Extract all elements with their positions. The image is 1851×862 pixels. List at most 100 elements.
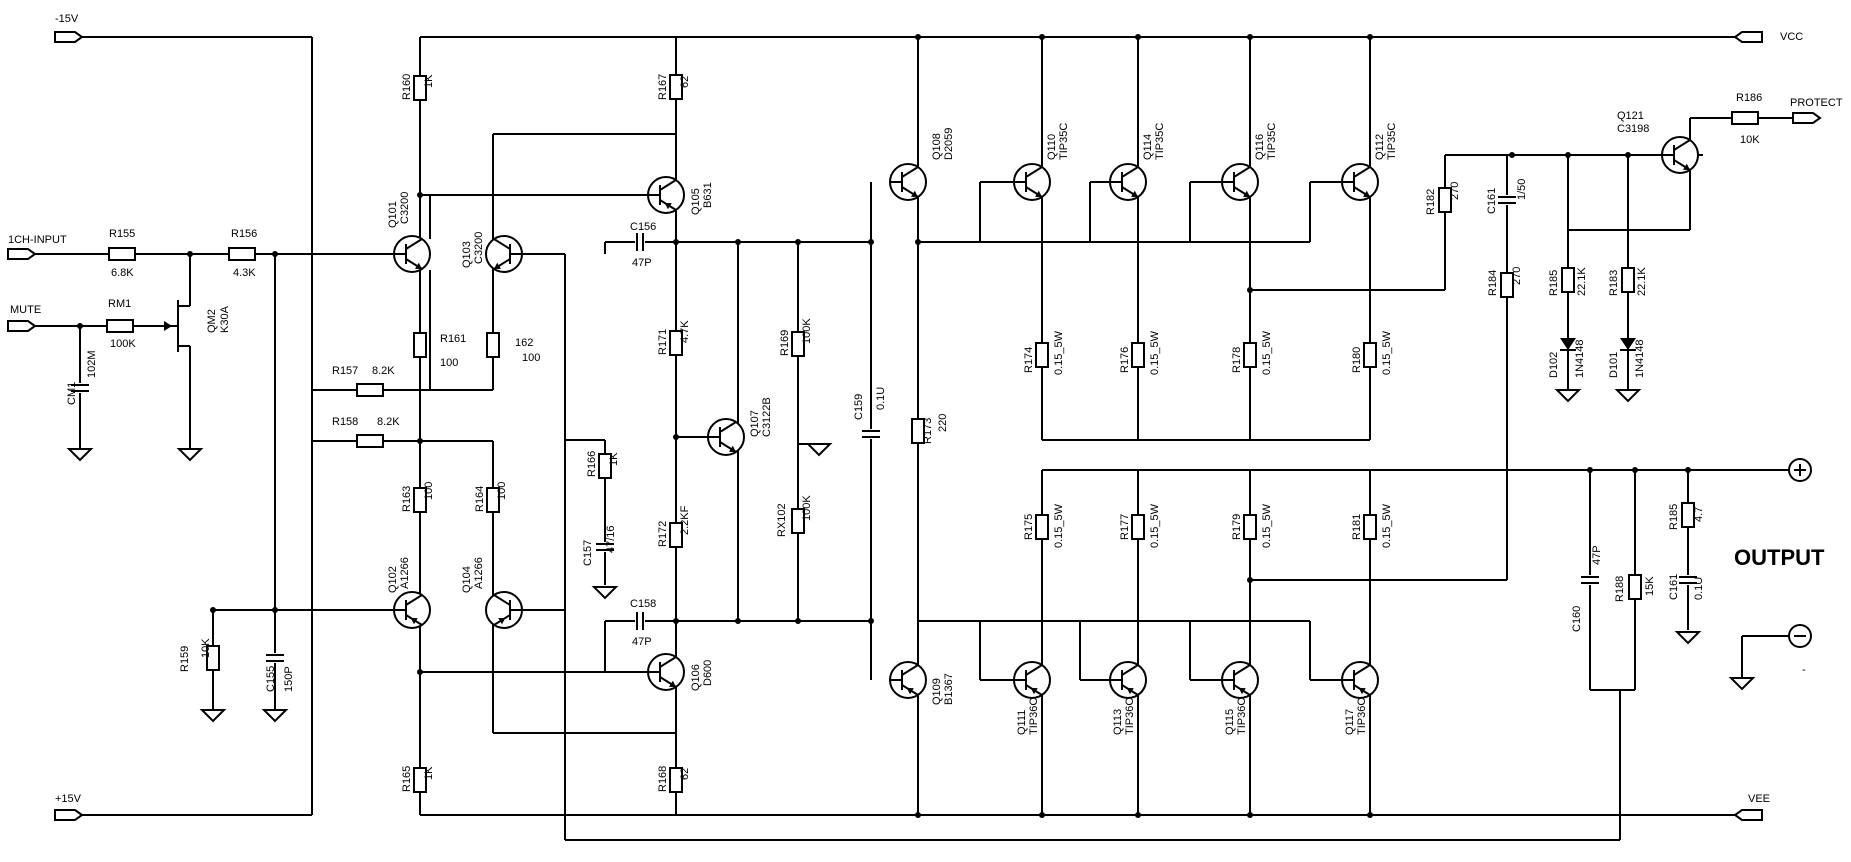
value-R157: 8.2K bbox=[372, 365, 395, 377]
value-R178: 0.15_5W bbox=[1261, 330, 1273, 375]
C156-capacitor bbox=[635, 232, 645, 252]
value-RX102: 100K bbox=[801, 495, 813, 521]
label-R165: R165 bbox=[401, 766, 413, 792]
R164-resistor bbox=[486, 487, 500, 513]
C157-ground bbox=[591, 586, 619, 600]
value-C160: 47P bbox=[1591, 545, 1603, 565]
value-C156: 47P bbox=[632, 257, 652, 269]
junction-dot bbox=[417, 669, 423, 675]
label-R159: R159 bbox=[179, 646, 191, 672]
C158-capacitor bbox=[635, 611, 645, 631]
net-label-mute: MUTE bbox=[10, 304, 41, 316]
junction-dot bbox=[1247, 577, 1253, 583]
junction-dot bbox=[915, 239, 921, 245]
R159-ground bbox=[199, 709, 227, 723]
value-Q103: C3200 bbox=[473, 232, 485, 264]
net-label-pos15: +15V bbox=[55, 793, 82, 805]
R181-resistor bbox=[1363, 514, 1377, 540]
C155-ground bbox=[261, 709, 289, 723]
label-R185a: R185 bbox=[1548, 270, 1560, 296]
value-R162: 100 bbox=[522, 352, 540, 364]
junction-dot bbox=[915, 812, 921, 818]
label-Q112: Q112 bbox=[1374, 134, 1386, 160]
label-Q108: Q108 bbox=[931, 133, 943, 160]
Q109-transistor-arrow bbox=[906, 688, 914, 695]
value-Q111: TIP36C bbox=[1028, 698, 1040, 735]
junction-dot bbox=[1632, 467, 1638, 473]
label-R167: R167 bbox=[657, 74, 669, 100]
value-R167: 62 bbox=[679, 76, 691, 88]
Q112-transistor-collector bbox=[1353, 166, 1371, 178]
junction-dot bbox=[1247, 34, 1253, 40]
label-R184: R184 bbox=[1487, 270, 1499, 296]
QM2-ground bbox=[176, 448, 204, 462]
R155-resistor bbox=[108, 247, 136, 261]
D101-ground bbox=[1614, 389, 1642, 403]
D102-ground bbox=[1554, 389, 1582, 403]
label-R188: R188 bbox=[1614, 576, 1626, 602]
R158-resistor bbox=[356, 434, 384, 448]
label-D102: D102 bbox=[1548, 352, 1560, 378]
D101-diode bbox=[1620, 338, 1636, 350]
net-label-vee: VEE bbox=[1748, 793, 1770, 805]
value-R161: 100 bbox=[440, 357, 458, 369]
label-Q111: Q111 bbox=[1016, 710, 1028, 735]
junction-dot bbox=[735, 239, 741, 245]
value-R164: 100 bbox=[496, 482, 508, 500]
label-C156: C156 bbox=[630, 221, 656, 233]
label-Q115: Q115 bbox=[1224, 709, 1236, 735]
label-Q102: Q102 bbox=[387, 566, 399, 593]
Q102-transistor-arrow bbox=[410, 618, 418, 625]
Q110-transistor-arrow bbox=[1035, 190, 1042, 197]
Q107-transistor-collector bbox=[719, 421, 737, 433]
value-Q107: C3122B bbox=[761, 397, 773, 437]
C157-capacitor bbox=[595, 542, 615, 552]
Q116-transistor-collector bbox=[1233, 166, 1251, 178]
label-Q121: Q121 bbox=[1617, 110, 1644, 122]
Q104-transistor-arrow bbox=[498, 618, 506, 625]
junction-dot bbox=[868, 618, 874, 624]
label-R176: R176 bbox=[1119, 347, 1131, 373]
junction-dot bbox=[1367, 34, 1373, 40]
R173-resistor bbox=[911, 418, 925, 444]
value-R185a: 22.1K bbox=[1576, 267, 1588, 296]
C155-capacitor bbox=[265, 653, 285, 663]
value-Q116: TIP35C bbox=[1266, 123, 1278, 160]
value-QM2: K30A bbox=[219, 305, 231, 333]
output-title: OUTPUT bbox=[1734, 545, 1825, 570]
net-label-protect: PROTECT bbox=[1790, 97, 1843, 109]
junction-dot bbox=[1247, 287, 1253, 293]
value-R183: 22.1K bbox=[1636, 267, 1648, 296]
label-R169: R169 bbox=[779, 330, 791, 356]
label-R166: R166 bbox=[586, 451, 598, 477]
value-C158: 47P bbox=[632, 636, 652, 648]
junction-dot bbox=[1247, 812, 1253, 818]
value-R168: 62 bbox=[679, 768, 691, 780]
label-R173: R173 bbox=[922, 418, 934, 444]
label-R185b: R185 bbox=[1668, 504, 1680, 530]
label-R162: 162 bbox=[515, 337, 533, 349]
value-R175: 0.15_5W bbox=[1053, 503, 1065, 548]
label-R160: R160 bbox=[401, 74, 413, 100]
value-R180: 0.15_5W bbox=[1381, 330, 1393, 375]
value-R166: 1K bbox=[608, 452, 620, 466]
R156-resistor bbox=[228, 247, 256, 261]
junction-dot bbox=[1587, 467, 1593, 473]
R182-resistor bbox=[1438, 187, 1452, 213]
input-port bbox=[7, 248, 37, 260]
label-R182: R182 bbox=[1425, 189, 1437, 215]
Q113-transistor-arrow bbox=[1126, 688, 1134, 695]
value-Q114: TIP35C bbox=[1154, 123, 1166, 160]
R180-resistor bbox=[1363, 342, 1377, 368]
value-R188: 15K bbox=[1644, 576, 1656, 596]
value-C157: 47/16 bbox=[605, 525, 617, 553]
label-Q116: Q116 bbox=[1254, 134, 1266, 160]
R171-resistor bbox=[669, 330, 683, 356]
junction-dot bbox=[1135, 812, 1141, 818]
R168-resistor bbox=[669, 767, 683, 793]
C159-capacitor bbox=[861, 429, 881, 439]
value-C155: 150P bbox=[283, 666, 295, 692]
value-C161a: 1/50 bbox=[1516, 179, 1528, 200]
label-C155: C155 bbox=[265, 666, 277, 692]
label-C157: C157 bbox=[582, 540, 594, 566]
